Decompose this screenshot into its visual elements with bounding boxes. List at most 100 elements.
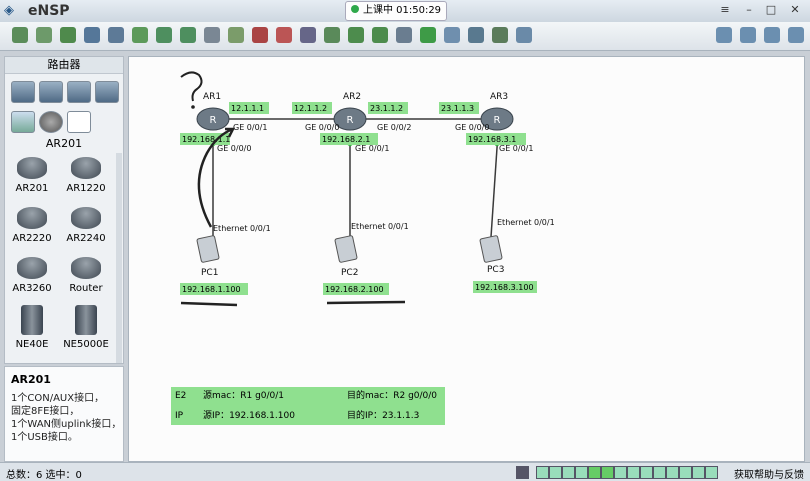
ip-label: 192.168.3.1	[468, 135, 516, 144]
fit-icon[interactable]	[396, 27, 412, 43]
router-label: AR2	[343, 92, 361, 102]
ip-highlight	[473, 281, 537, 293]
capture-icon[interactable]	[468, 27, 484, 43]
device-label: AR2220	[12, 233, 52, 244]
chassis-icon	[75, 305, 97, 335]
thumbnail-icon[interactable]	[549, 466, 562, 479]
thumbnail-icon[interactable]	[640, 466, 653, 479]
router-ar3[interactable]: R AR3	[480, 92, 514, 131]
text-icon[interactable]	[300, 27, 316, 43]
device-router[interactable]: Router	[59, 257, 113, 309]
maximize-icon[interactable]: □	[765, 3, 777, 16]
redo-icon[interactable]	[180, 27, 196, 43]
delete-link-icon[interactable]	[276, 27, 292, 43]
thumbnail-icon[interactable]	[666, 466, 679, 479]
port-label: GE 0/0/0	[305, 123, 339, 132]
device-list-scrollbar[interactable]	[116, 153, 122, 363]
switch-category-icon[interactable]	[39, 81, 63, 103]
delete-icon[interactable]	[252, 27, 268, 43]
terminal-category-icon[interactable]	[11, 111, 35, 133]
wlan-category-icon[interactable]	[67, 81, 91, 103]
device-ar201[interactable]: AR201	[5, 157, 59, 209]
thumbnail-icon[interactable]	[575, 466, 588, 479]
open-icon[interactable]	[60, 27, 76, 43]
minimize-icon[interactable]: –	[746, 3, 752, 16]
router-category-icon[interactable]	[11, 81, 35, 103]
platform-icon[interactable]	[740, 27, 756, 43]
stop-device-icon[interactable]	[444, 27, 460, 43]
zoom-in-icon[interactable]	[348, 27, 364, 43]
nav-arrow-icon[interactable]	[516, 466, 529, 479]
help-feedback-link[interactable]: 获取帮助与反馈	[734, 470, 804, 481]
link-category-icon[interactable]	[67, 111, 91, 133]
thumbnail-icon[interactable]	[562, 466, 575, 479]
router-ar1[interactable]: R AR1	[196, 92, 230, 131]
save-as-icon[interactable]	[108, 27, 124, 43]
thumbnail-icon[interactable]	[692, 466, 705, 479]
start-device-icon[interactable]	[420, 27, 436, 43]
app-title: eNSP	[28, 3, 70, 19]
port-label: GE 0/0/2	[377, 123, 411, 132]
note-source: 源IP：192.168.1.100	[203, 410, 295, 421]
device-label: Router	[69, 283, 103, 294]
status-bar: 总数：6 选中：0 获取帮助与反馈	[0, 462, 810, 481]
ip-label: 23.1.1.2	[370, 104, 403, 113]
device-label: AR2240	[66, 233, 106, 244]
new-example-icon[interactable]	[36, 27, 52, 43]
topology-canvas[interactable]: R AR1 R AR2 R AR3 PC1 PC2 PC3 GE 0/0/1 G…	[128, 56, 805, 462]
thumbnail-icon[interactable]	[588, 466, 601, 479]
zoom-out-icon[interactable]	[372, 27, 388, 43]
recording-indicator[interactable]: 上课中 01:50:29 ⌄	[345, 1, 447, 34]
menu-icon[interactable]: ≡	[720, 3, 730, 16]
router-icon	[333, 107, 367, 131]
thumbnail-icon[interactable]	[601, 466, 614, 479]
thumbnail-icon[interactable]	[627, 466, 640, 479]
ip-label: 192.168.3.100	[475, 283, 534, 292]
pc-label: PC1	[201, 268, 218, 278]
palette-icon[interactable]	[324, 27, 340, 43]
pc-pc2[interactable]: PC2	[334, 235, 359, 278]
cli-icon[interactable]	[492, 27, 508, 43]
device-ar3260[interactable]: AR3260	[5, 257, 59, 309]
notes-box	[171, 387, 445, 425]
device-ar1220[interactable]: AR1220	[59, 157, 113, 209]
device-ne5000e[interactable]: NE5000E	[59, 305, 113, 357]
cloud-category-icon[interactable]	[39, 111, 63, 133]
pc-pc1[interactable]: PC1	[196, 235, 220, 278]
device-ar2240[interactable]: AR2240	[59, 207, 113, 259]
port-label: GE 0/0/0	[455, 123, 489, 132]
topology-icon[interactable]	[516, 27, 532, 43]
router-icon-glyph: R	[210, 115, 217, 126]
thumbnail-icon[interactable]	[536, 466, 549, 479]
link-ar3-pc3[interactable]	[490, 132, 499, 238]
select-icon[interactable]	[204, 27, 220, 43]
ip-label: 12.1.1.2	[294, 104, 327, 113]
ip-label: 192.168.2.1	[322, 135, 370, 144]
thumbnail-icon[interactable]	[705, 466, 718, 479]
help-icon[interactable]	[764, 27, 780, 43]
pc-pc3[interactable]: PC3	[479, 235, 505, 275]
close-icon[interactable]: ✕	[790, 3, 800, 16]
thumbnail-icon[interactable]	[679, 466, 692, 479]
device-ne40e[interactable]: NE40E	[5, 305, 59, 357]
device-info-panel: AR201 1个CON/AUX接口， 固定8FE接口， 1个WAN侧uplink…	[4, 366, 124, 462]
firewall-category-icon[interactable]	[95, 81, 119, 103]
pc-label: PC2	[341, 268, 358, 278]
router-icon	[71, 207, 101, 229]
new-topology-icon[interactable]	[12, 27, 28, 43]
save-icon[interactable]	[84, 27, 100, 43]
ip-highlight	[320, 133, 378, 145]
port-label: GE 0/0/1	[355, 144, 389, 153]
move-icon[interactable]	[228, 27, 244, 43]
thumbnail-icon[interactable]	[614, 466, 627, 479]
device-ar2220[interactable]: AR2220	[5, 207, 59, 259]
device-label: NE40E	[15, 339, 49, 350]
settings-icon[interactable]	[716, 27, 732, 43]
thumbnail-icon[interactable]	[653, 466, 666, 479]
print-icon[interactable]	[132, 27, 148, 43]
undo-icon[interactable]	[156, 27, 172, 43]
router-ar2[interactable]: R AR2	[333, 92, 367, 131]
topology-svg: R AR1 R AR2 R AR3 PC1 PC2 PC3 GE 0/0/1 G…	[171, 71, 555, 425]
about-icon[interactable]	[788, 27, 804, 43]
note-destination: 目的IP：23.1.1.3	[347, 409, 419, 421]
